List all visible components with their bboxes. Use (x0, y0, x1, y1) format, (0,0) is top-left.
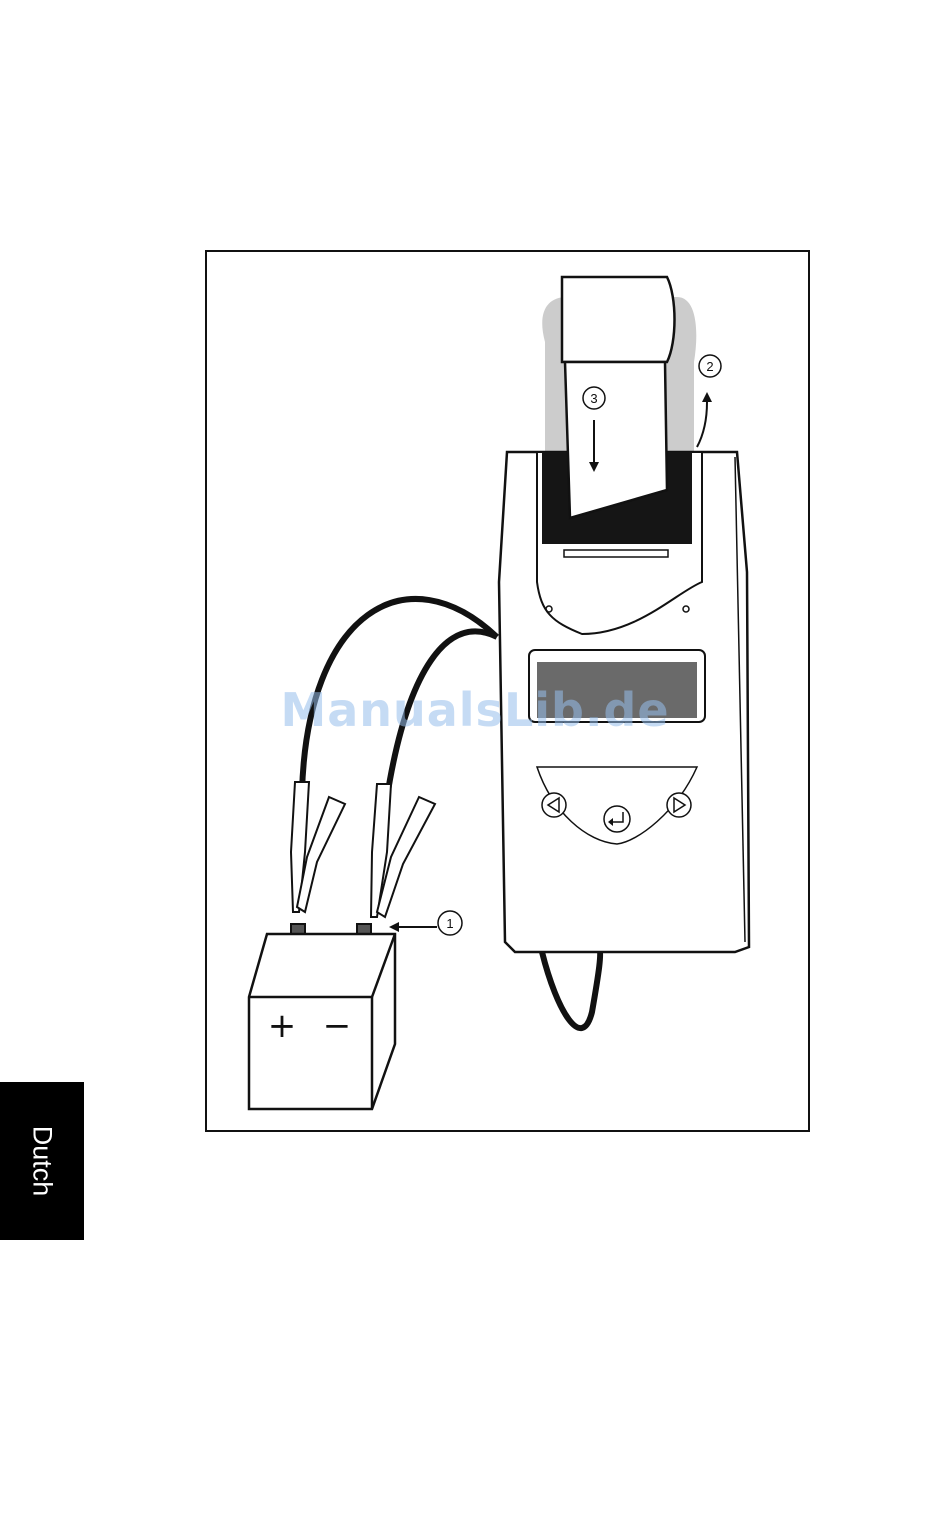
paper-roll (562, 277, 675, 518)
language-tab-label: Dutch (27, 1126, 58, 1197)
language-tab: Dutch (0, 1082, 84, 1240)
battery: + − (249, 934, 395, 1109)
negative-terminal-label: − (323, 1006, 352, 1046)
callout-2-label: 2 (706, 359, 713, 374)
callout-1: 1 (389, 911, 462, 935)
right-arrow-icon (667, 793, 691, 817)
left-arrow-icon (542, 793, 566, 817)
watermark: ManualsLib.de (0, 683, 950, 737)
callout-1-label: 1 (446, 916, 453, 931)
positive-terminal-label: + (268, 1006, 297, 1046)
callout-2: 2 (697, 355, 721, 447)
enter-icon (604, 806, 630, 832)
cable-loop (542, 947, 600, 1028)
clamp-positive (291, 782, 345, 950)
callout-3-label: 3 (590, 391, 597, 406)
